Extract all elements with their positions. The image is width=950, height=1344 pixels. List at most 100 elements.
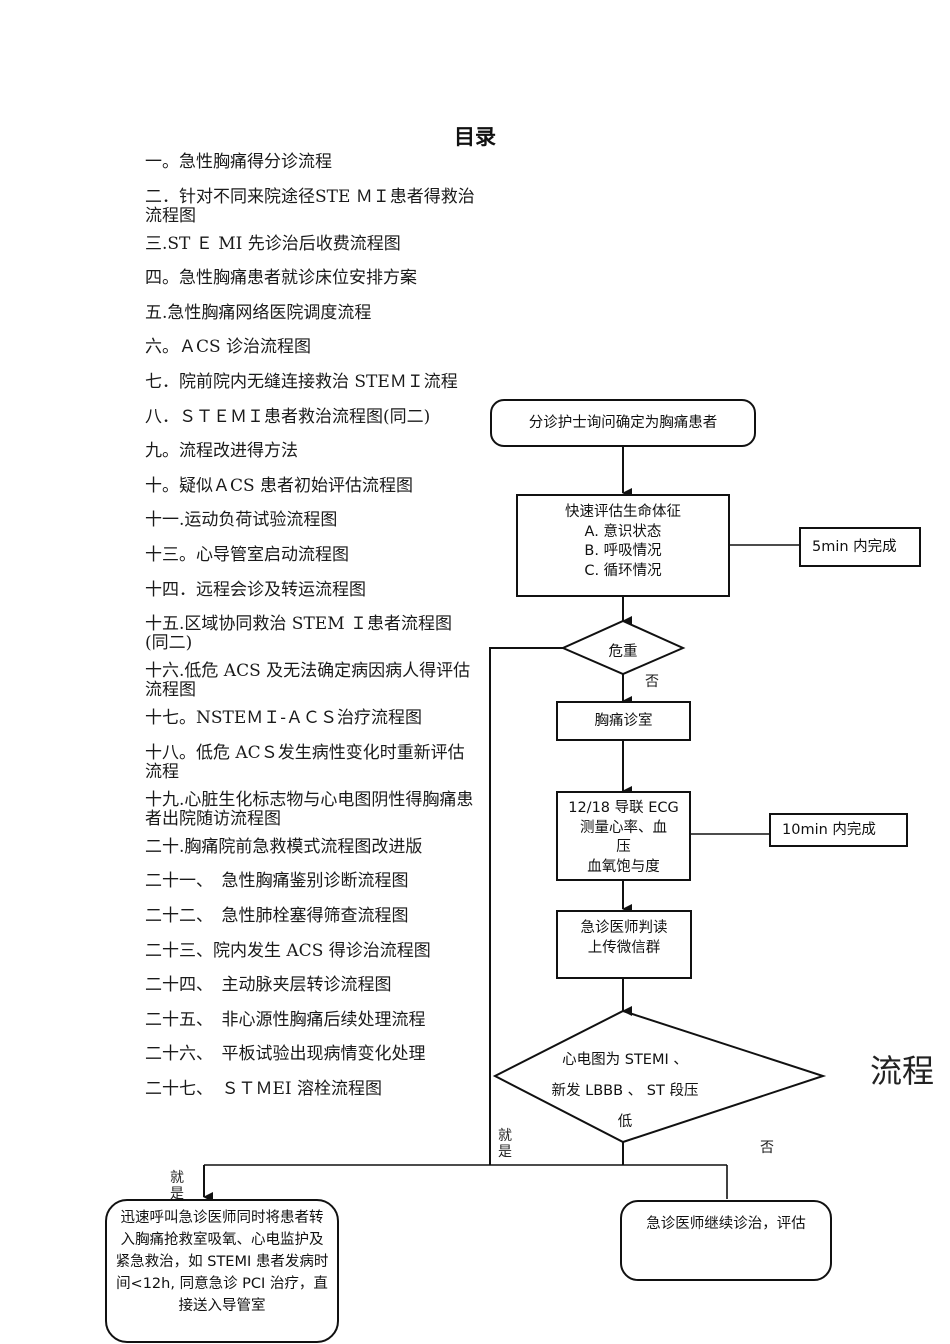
toc-item-text: 运动负荷试验流程图	[184, 510, 338, 531]
toc-item-number: 十五.	[145, 614, 185, 635]
emergency-box: 迅速呼叫急诊医师同时将患者转入胸痛抢救室吸氧、心电监护及紧急救治，如 STEMI…	[105, 1199, 339, 1343]
doctor-read-node: 急诊医师判读 上传微信群	[556, 910, 692, 979]
note-5min: 5min 内完成	[799, 527, 921, 567]
note-10min: 10min 内完成	[769, 813, 908, 847]
page-title: 目录	[454, 125, 496, 149]
toc-item-text: 疑似ＡCS 患者初始评估流程图	[179, 475, 414, 496]
toc-item-number: 十三。	[145, 544, 196, 565]
toc-item-number: 十一.	[145, 510, 185, 531]
toc-item-number: 四。	[145, 268, 179, 289]
decision-text: 心电图为 STEMI 、 新发 LBBB 、 ST 段压低	[545, 1045, 705, 1138]
triage-node: 分诊护士询问确定为胸痛患者	[490, 399, 756, 447]
toc-item-number: 二十一、	[145, 871, 205, 892]
toc-item[interactable]: 十一.运动负荷试验流程图	[145, 506, 475, 541]
table-of-contents: 一。急性胸痛得分诊流程二．针对不同来院途径STE ＭＩ患者得救治流程图三.ST …	[145, 148, 475, 1109]
note-5min-text: 5min 内完成	[812, 539, 897, 555]
toc-item-text: ＳＴＭEI 溶栓流程图	[204, 1078, 383, 1099]
toc-item-number: 八．	[145, 406, 179, 427]
toc-item-number: 二．	[145, 186, 179, 207]
vitals-title: 快速评估生命体征	[565, 504, 681, 520]
doctor-read-line: 上传微信群	[587, 939, 661, 956]
toc-item[interactable]: 七．院前院内无缝连接救治 STEＭＩ流程	[145, 368, 475, 403]
toc-item-text: 平板试验出现病情变化处理	[204, 1044, 426, 1065]
toc-item-number: 二十.	[145, 836, 185, 857]
toc-item-number: 一。	[145, 152, 179, 172]
chest-clinic-text: 胸痛诊室	[594, 713, 653, 729]
toc-item-text: 低危 ACＳ发生病性变化时重新评估流程	[145, 742, 465, 782]
toc-item[interactable]: 十七。NSTEＭＩ-ＡＣＳ治疗流程图	[145, 704, 475, 739]
vitals-item: C. 循环情况	[584, 562, 662, 579]
ecg-node: 12/18 导联 ECG 测量心率、血 压 血氧饱与度	[556, 791, 691, 881]
toc-item-number: 二十四、	[145, 975, 205, 996]
toc-item-text: 针对不同来院途径STE ＭＩ患者得救治流程图	[145, 186, 475, 226]
toc-item-number: 九。	[145, 441, 179, 462]
toc-item-text: 急性胸痛鉴别诊断流程图	[204, 871, 409, 892]
toc-item[interactable]: 九。流程改进得方法	[145, 437, 475, 472]
toc-item-number: 十八。	[145, 742, 196, 763]
toc-item-text: 心脏生化标志物与心电图阴性得胸痛患者出院随访流程图	[145, 789, 474, 829]
toc-item-number: 二十三、	[145, 940, 213, 961]
toc-item[interactable]: 十三。心导管室启动流程图	[145, 541, 475, 576]
toc-item-text: 急性胸痛网络医院调度流程	[167, 302, 372, 323]
toc-item[interactable]: 十六.低危 ACS 及无法确定病因病人得评估流程图	[145, 657, 475, 704]
toc-item-text: 胸痛院前急救模式流程图改进版	[184, 836, 423, 857]
toc-item[interactable]: 五.急性胸痛网络医院调度流程	[145, 299, 475, 334]
toc-item-text: ST Ｅ MI 先诊治后收费流程图	[167, 233, 401, 254]
toc-item[interactable]: 十四．远程会诊及转运流程图	[145, 576, 475, 611]
toc-item-number: 五.	[145, 302, 168, 323]
toc-item-text: 急性胸痛患者就诊床位安排方案	[179, 268, 417, 289]
vitals-node: 快速评估生命体征 A. 意识状态 B. 呼吸情况 C. 循环情况	[516, 494, 730, 597]
ecg-line: 12/18 导联 ECG	[568, 800, 679, 816]
toc-item[interactable]: 二十二、 急性肺栓塞得筛查流程图	[145, 902, 475, 937]
note-10min-text: 10min 内完成	[782, 822, 876, 838]
toc-item-text: ＳＴＥＭＩ患者救治流程图(同二)	[179, 406, 431, 427]
toc-item[interactable]: 二十一、 急性胸痛鉴别诊断流程图	[145, 867, 475, 902]
toc-item-number: 六。	[145, 337, 179, 358]
decision-line: 心电图为 STEMI 、	[562, 1052, 688, 1068]
toc-item[interactable]: 四。急性胸痛患者就诊床位安排方案	[145, 264, 475, 299]
emergency-text: 迅速呼叫急诊医师同时将患者转入胸痛抢救室吸氧、心电监护及紧急救治，如 STEMI…	[115, 1210, 329, 1314]
no-label-critical: 否	[645, 674, 659, 690]
toc-item-text: 心导管室启动流程图	[196, 544, 349, 565]
toc-item-text: 急性肺栓塞得筛查流程图	[204, 905, 409, 926]
toc-item[interactable]: 十五.区域协同救治 STEM Ｉ患者流程图(同二)	[145, 610, 475, 657]
toc-item-number: 十六.	[145, 661, 185, 682]
connector-critical-yes	[489, 647, 563, 1165]
toc-item[interactable]: 二十五、 非心源性胸痛后续处理流程	[145, 1006, 475, 1041]
toc-item-text: 区域协同救治 STEM Ｉ患者流程图(同二)	[145, 614, 453, 654]
toc-item[interactable]: 六。ＡCS 诊治流程图	[145, 333, 475, 368]
toc-item[interactable]: 二十六、 平板试验出现病情变化处理	[145, 1040, 475, 1075]
yes-label-left: 就是	[170, 1170, 184, 1202]
toc-item-number: 二十五、	[145, 1009, 205, 1030]
toc-item-text: 远程会诊及转运流程图	[196, 579, 366, 600]
toc-item[interactable]: 一。急性胸痛得分诊流程	[145, 148, 475, 183]
toc-item[interactable]: 八．ＳＴＥＭＩ患者救治流程图(同二)	[145, 403, 475, 438]
toc-item-text: NSTEＭＩ-ＡＣＳ治疗流程图	[196, 708, 423, 729]
toc-item[interactable]: 十九.心脏生化标志物与心电图阴性得胸痛患者出院随访流程图	[145, 786, 475, 833]
toc-item-text: 院内发生 ACS 得诊治流程图	[213, 940, 431, 961]
toc-item-number: 二十二、	[145, 905, 205, 926]
toc-item-text: 非心源性胸痛后续处理流程	[204, 1009, 426, 1030]
toc-item[interactable]: 二十四、 主动脉夹层转诊流程图	[145, 971, 475, 1006]
toc-item[interactable]: 二．针对不同来院途径STE ＭＩ患者得救治流程图	[145, 183, 475, 230]
stray-text: 流程	[870, 1052, 935, 1090]
toc-item-text: 院前院内无缝连接救治 STEＭＩ流程	[179, 371, 458, 392]
triage-text: 分诊护士询问确定为胸痛患者	[528, 415, 718, 431]
toc-item-number: 十。	[145, 475, 179, 496]
toc-item-number: 十九.	[145, 789, 185, 810]
toc-item-number: 七．	[145, 371, 179, 392]
toc-item[interactable]: 二十七、 ＳＴＭEI 溶栓流程图	[145, 1075, 475, 1110]
toc-item[interactable]: 十。疑似ＡCS 患者初始评估流程图	[145, 472, 475, 507]
yes-label-mid: 就是	[498, 1128, 512, 1160]
ecg-line: 血氧饱与度	[587, 858, 660, 875]
vitals-item: B. 呼吸情况	[584, 543, 662, 559]
toc-item-number: 二十七、	[145, 1078, 205, 1099]
toc-item[interactable]: 二十三、院内发生 ACS 得诊治流程图	[145, 937, 475, 972]
toc-item[interactable]: 二十.胸痛院前急救模式流程图改进版	[145, 833, 475, 868]
vitals-item: A. 意识状态	[584, 523, 662, 540]
critical-label: 危重	[608, 644, 638, 660]
toc-item[interactable]: 十八。低危 ACＳ发生病性变化时重新评估流程	[145, 739, 475, 786]
toc-item[interactable]: 三.ST Ｅ MI 先诊治后收费流程图	[145, 230, 475, 265]
toc-item-number: 十七。	[145, 708, 196, 729]
